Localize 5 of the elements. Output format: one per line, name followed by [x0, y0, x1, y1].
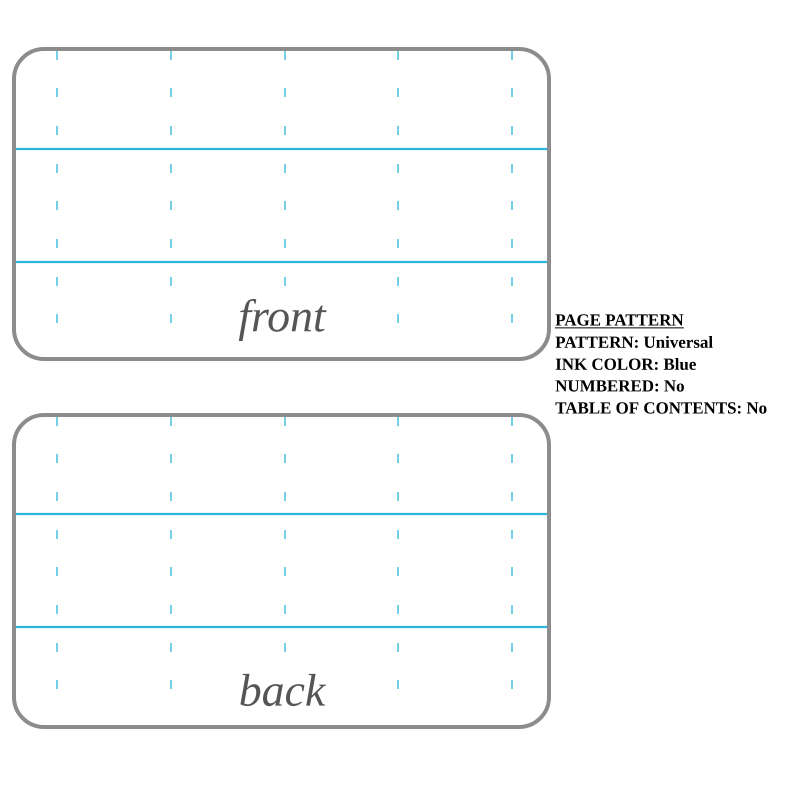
spec-text: INK COLOR: Blue: [556, 358, 696, 370]
card: front: [12, 47, 551, 361]
card: back: [12, 413, 551, 729]
spec-text: NUMBERED: No: [556, 380, 684, 392]
spec-text: TABLE OF CONTENTS: No: [555, 402, 766, 414]
